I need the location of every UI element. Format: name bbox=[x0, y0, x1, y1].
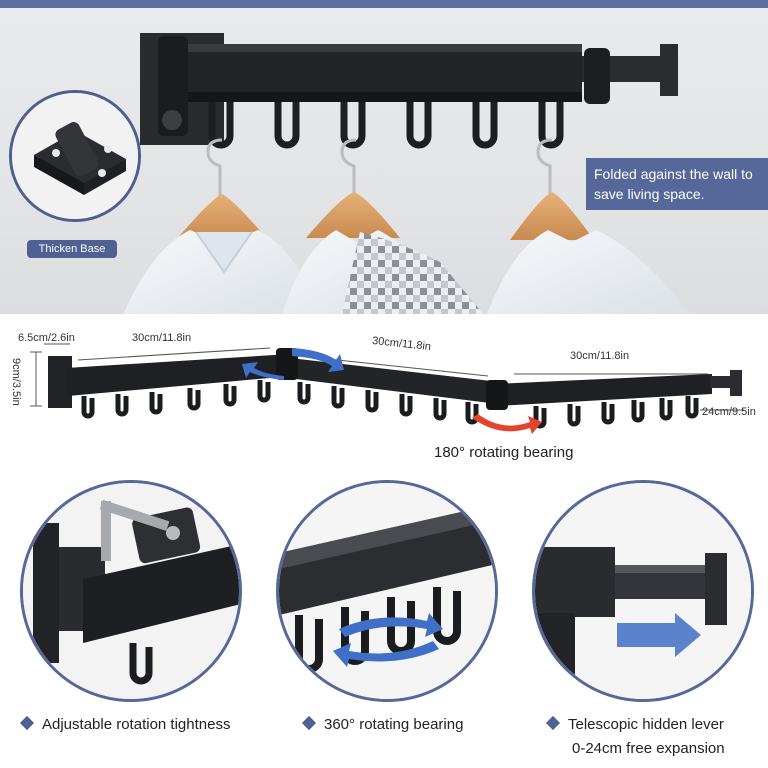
feature-sublabel-3: 0-24cm free expansion bbox=[572, 740, 725, 757]
diagram-hooks bbox=[81, 380, 699, 429]
arm-3 bbox=[494, 374, 712, 406]
feature-circle-rotating-bearing bbox=[276, 480, 498, 702]
dim-depth-label: 6.5cm/2.6in bbox=[18, 332, 75, 344]
hinge bbox=[158, 36, 188, 136]
dim-arm3-label: 30cm/11.8in bbox=[570, 350, 630, 362]
dim-extension-label: 24cm/9.5in bbox=[702, 406, 756, 418]
thicken-base-inset bbox=[9, 90, 141, 222]
product-photo-panel: Thicken Base Folded against the wall to … bbox=[0, 8, 768, 314]
folded-rack-illustration bbox=[123, 33, 690, 314]
unfolded-rack-illustration bbox=[30, 343, 744, 434]
diamond-bullet-icon bbox=[19, 715, 35, 731]
thicken-base-badge: Thicken Base bbox=[27, 240, 117, 258]
arm-2 bbox=[288, 358, 500, 404]
top-accent-bar bbox=[0, 0, 768, 8]
plaid-shirt bbox=[341, 232, 484, 314]
expansion-arrow-icon bbox=[617, 613, 701, 657]
dim-height-label: 9cm/3.5in bbox=[10, 358, 22, 406]
dimension-diagram: 6.5cm/2.6in 9cm/3.5in 30cm/11.8in 30cm/1… bbox=[0, 314, 768, 470]
feature-label-3: Telescopic hidden lever bbox=[545, 715, 724, 733]
rotation-arrow-icon bbox=[333, 613, 443, 667]
feature-circle-rotation-tightness bbox=[20, 480, 242, 702]
diamond-bullet-icon bbox=[545, 715, 561, 731]
rotation-arrow-icon bbox=[242, 348, 344, 380]
feature-label-2: 360° rotating bearing bbox=[301, 715, 463, 733]
dim-arm1-label: 30cm/11.8in bbox=[132, 332, 192, 344]
bar-hooks bbox=[208, 102, 564, 149]
feature-circle-telescopic-lever bbox=[532, 480, 754, 702]
red-rotation-arrow-icon bbox=[472, 414, 542, 434]
folded-callout-line2: save living space. bbox=[594, 186, 705, 202]
feature-label-1: Adjustable rotation tightness bbox=[19, 715, 230, 733]
folded-callout-line1: Folded against the wall to bbox=[594, 166, 753, 182]
arm-1 bbox=[66, 354, 292, 396]
bearing-label: 180° rotating bearing bbox=[434, 444, 574, 461]
diamond-bullet-icon bbox=[301, 715, 317, 731]
folded-callout: Folded against the wall to save living s… bbox=[586, 158, 768, 210]
